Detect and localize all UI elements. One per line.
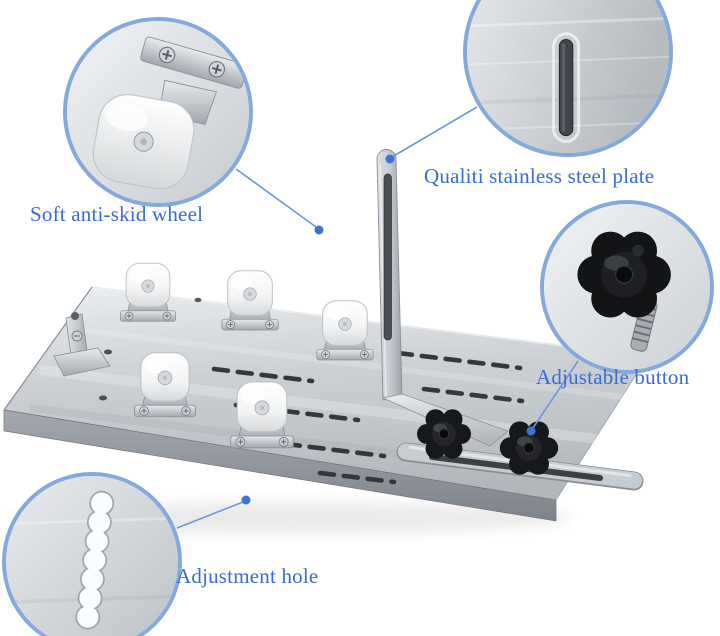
label-adjustment-hole: Adjustment hole bbox=[176, 564, 319, 588]
corner-clamp bbox=[53, 312, 111, 377]
caster-wheel bbox=[120, 263, 175, 321]
slotted-hole-closeup-icon bbox=[6, 476, 178, 636]
steel-base-plate bbox=[3, 286, 649, 522]
callout-knob-closeup bbox=[540, 200, 714, 374]
label-stainless-steel-plate: Qualiti stainless steel plate bbox=[424, 164, 655, 188]
star-knob bbox=[499, 420, 559, 476]
caster-wheel bbox=[231, 382, 294, 448]
caster-wheel bbox=[222, 271, 278, 330]
star-knob-closeup-icon bbox=[544, 204, 710, 370]
caster-wheel-closeup-icon bbox=[67, 21, 249, 203]
label-adjustable-button: Adjustable button bbox=[536, 365, 690, 389]
star-knob bbox=[416, 408, 472, 460]
callout-hole-closeup bbox=[2, 472, 182, 636]
adjustment-slot-rows bbox=[211, 350, 525, 485]
caster-wheel bbox=[135, 353, 196, 417]
label-soft-anti-skid-wheel: Soft anti-skid wheel bbox=[30, 202, 204, 226]
caster-wheel bbox=[317, 301, 373, 360]
callout-wheel-closeup bbox=[63, 17, 253, 207]
